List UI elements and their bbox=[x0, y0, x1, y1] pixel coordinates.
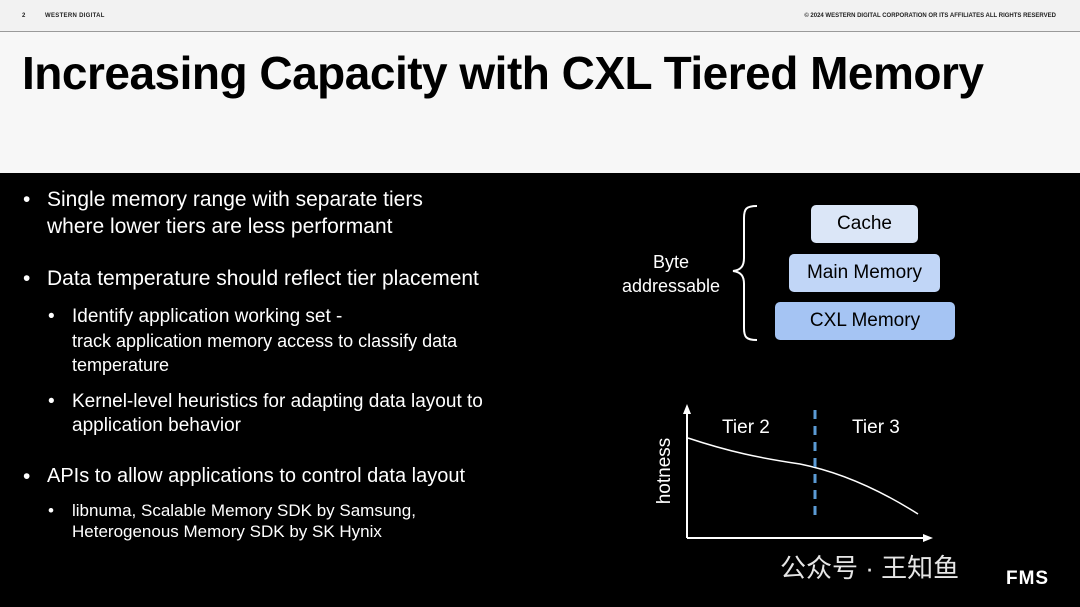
byte-addressable-label: Byte addressable bbox=[612, 250, 730, 298]
tier-cache-box: Cache bbox=[811, 205, 918, 243]
bullet-text: temperature bbox=[72, 355, 170, 375]
y-axis-arrow bbox=[683, 404, 691, 414]
bullet-temperature: • Data temperature should reflect tier p… bbox=[23, 265, 479, 292]
tier-3-label: Tier 3 bbox=[852, 417, 900, 438]
tier-2-label: Tier 2 bbox=[722, 417, 770, 438]
copyright-notice: © 2024 WESTERN DIGITAL CORPORATION OR IT… bbox=[804, 13, 1056, 19]
hotness-axis-label: hotness bbox=[654, 437, 675, 505]
slide-content bbox=[0, 174, 1080, 607]
bullet-text: APIs to allow applications to control da… bbox=[47, 465, 466, 487]
tier-cxl-memory-box: CXL Memory bbox=[775, 302, 955, 340]
sub-bullet-sdks: • libnuma, Scalable Memory SDK by Samsun… bbox=[48, 500, 416, 542]
bullet-dot: • bbox=[48, 306, 55, 327]
bullet-tiers: • Single memory range with separate tier… bbox=[23, 186, 423, 240]
bullet-dot: • bbox=[48, 391, 55, 412]
byte-label-line: addressable bbox=[621, 276, 721, 296]
sub-bullet-kernel-heuristics: • Kernel-level heuristics for adapting d… bbox=[48, 390, 483, 438]
slide-header-bar: 2 WESTERN DIGITAL © 2024 WESTERN DIGITAL… bbox=[0, 0, 1080, 32]
fms-logo: FMS bbox=[1006, 568, 1050, 589]
bullet-text: where lower tiers are less performant bbox=[47, 215, 393, 238]
watermark-text: 公众号 · 王知鱼 bbox=[780, 553, 960, 583]
bullet-dot: • bbox=[48, 501, 54, 520]
bullet-dot: • bbox=[23, 188, 31, 211]
x-axis-arrow bbox=[923, 534, 933, 542]
bullet-dot: • bbox=[23, 465, 31, 488]
curly-brace bbox=[732, 205, 758, 341]
title-band bbox=[0, 32, 1080, 173]
hotness-curve bbox=[687, 437, 919, 515]
bullet-text: Identify application working set - bbox=[72, 306, 343, 327]
tier-main-memory-box: Main Memory bbox=[789, 254, 940, 292]
sub-bullet-working-set: • Identify application working set - tra… bbox=[48, 305, 458, 377]
bullet-text: libnuma, Scalable Memory SDK by Samsung, bbox=[72, 501, 416, 520]
bullet-text: Kernel-level heuristics for adapting dat… bbox=[72, 391, 483, 412]
page-number: 2 bbox=[22, 13, 26, 19]
bullet-text: application behavior bbox=[72, 415, 242, 436]
bullet-text: Single memory range with separate tiers bbox=[47, 188, 423, 211]
byte-label-line: Byte bbox=[652, 252, 690, 272]
bullet-apis: • APIs to allow applications to control … bbox=[23, 463, 466, 490]
slide-title: Increasing Capacity with CXL Tiered Memo… bbox=[22, 47, 984, 99]
bullet-text: Heterogenous Memory SDK by SK Hynix bbox=[72, 522, 382, 541]
bullet-text: Data temperature should reflect tier pla… bbox=[47, 267, 479, 290]
company-name: WESTERN DIGITAL bbox=[45, 13, 105, 19]
bullet-dot: • bbox=[23, 267, 31, 290]
bullet-text: track application memory access to class… bbox=[72, 331, 458, 351]
